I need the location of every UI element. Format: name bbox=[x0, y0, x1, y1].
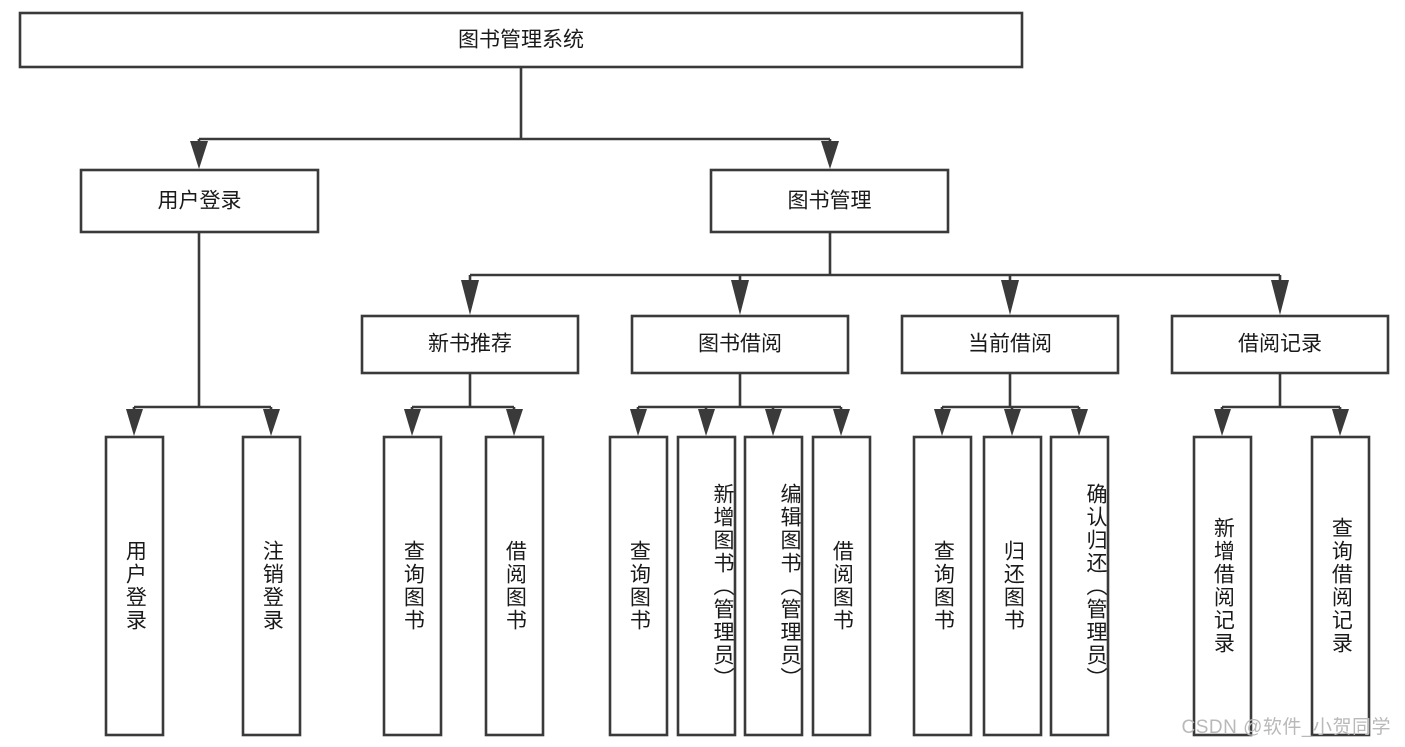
node-user-login-box[interactable] bbox=[79, 168, 320, 234]
leaf-box-query-borrow-record[interactable] bbox=[1310, 435, 1371, 737]
arrow-head-leaf-logout bbox=[263, 409, 280, 436]
leaf-box-borrow-book-nb[interactable] bbox=[484, 435, 545, 737]
node-book-borrow[interactable]: 图书借阅 bbox=[630, 314, 850, 375]
node-book-borrow-label: 图书借阅 bbox=[698, 333, 782, 356]
arrow-head-br-leaf-2 bbox=[1332, 409, 1349, 436]
arrow-head-current-borrow bbox=[1001, 280, 1019, 315]
connector-group-borrow-record-leaves bbox=[1214, 373, 1349, 436]
node-current-borrow-box[interactable] bbox=[900, 314, 1120, 375]
node-user-login[interactable]: 用户登录 bbox=[79, 168, 320, 234]
node-new-book-recommend[interactable]: 新书推荐 bbox=[360, 314, 580, 375]
arrow-head-leaf-user-login bbox=[126, 409, 143, 436]
node-new-book-recommend-label: 新书推荐 bbox=[428, 333, 512, 356]
leaf-box-confirm-return-admin[interactable] bbox=[1049, 435, 1110, 737]
arrow-head-nb-leaf-2 bbox=[506, 409, 523, 436]
arrow-head-cb-leaf-2 bbox=[1004, 409, 1021, 436]
arrow-head-bb-leaf-1 bbox=[630, 409, 647, 436]
leaf-box-edit-book-admin[interactable] bbox=[743, 435, 804, 737]
connector-group-book-borrow-leaves bbox=[630, 373, 850, 436]
arrow-head-bb-leaf-4 bbox=[833, 409, 850, 436]
connector-group-user-login-leaves bbox=[126, 232, 280, 436]
arrow-head-new-book bbox=[461, 280, 479, 315]
leaf-box-query-book-nb[interactable] bbox=[382, 435, 443, 737]
node-borrow-record-box[interactable] bbox=[1170, 314, 1390, 375]
node-borrow-record-label: 借阅记录 bbox=[1238, 333, 1322, 356]
connector-group-book-manage bbox=[461, 232, 1289, 315]
arrow-head-user-login bbox=[190, 141, 208, 169]
leaf-box-add-book-admin[interactable] bbox=[676, 435, 737, 737]
node-current-borrow-label: 当前借阅 bbox=[968, 333, 1052, 356]
connector-group-current-borrow-leaves bbox=[934, 373, 1088, 436]
node-new-book-recommend-box[interactable] bbox=[360, 314, 580, 375]
arrow-head-book-borrow bbox=[731, 280, 749, 315]
leaf-box-add-borrow-record[interactable] bbox=[1192, 435, 1253, 737]
leaf-box-query-book-bb[interactable] bbox=[608, 435, 669, 737]
node-root-system-label: 图书管理系统 bbox=[458, 29, 584, 52]
arrow-head-br-leaf-1 bbox=[1214, 409, 1231, 436]
node-user-login-label: 用户登录 bbox=[158, 190, 242, 213]
leaf-box-borrow-book-bb[interactable] bbox=[811, 435, 872, 737]
csdn-watermark: CSDN @软件_小贺同学 bbox=[1181, 717, 1391, 738]
node-current-borrow[interactable]: 当前借阅 bbox=[900, 314, 1120, 375]
leaf-box-user-login[interactable] bbox=[104, 435, 165, 737]
node-root-system-box[interactable] bbox=[18, 11, 1024, 69]
arrow-head-bb-leaf-2 bbox=[698, 409, 715, 436]
leaf-box-return-book[interactable] bbox=[982, 435, 1043, 737]
connector-group-root bbox=[190, 67, 839, 169]
node-book-management-box[interactable] bbox=[709, 168, 950, 234]
node-root-system[interactable]: 图书管理系统 bbox=[18, 11, 1024, 69]
arrow-head-nb-leaf-1 bbox=[404, 409, 421, 436]
leaf-box-logout[interactable] bbox=[241, 435, 302, 737]
node-book-management-label: 图书管理 bbox=[788, 190, 872, 213]
node-book-borrow-box[interactable] bbox=[630, 314, 850, 375]
arrow-head-book-manage bbox=[821, 141, 839, 169]
leaf-box-query-book-cb[interactable] bbox=[912, 435, 973, 737]
arrow-head-cb-leaf-1 bbox=[934, 409, 951, 436]
arrow-head-cb-leaf-3 bbox=[1071, 409, 1088, 436]
connector-group-new-book-leaves bbox=[404, 373, 523, 436]
arrow-head-borrow-record bbox=[1271, 280, 1289, 315]
node-borrow-record[interactable]: 借阅记录 bbox=[1170, 314, 1390, 375]
node-book-management[interactable]: 图书管理 bbox=[709, 168, 950, 234]
arrow-head-bb-leaf-3 bbox=[765, 409, 782, 436]
